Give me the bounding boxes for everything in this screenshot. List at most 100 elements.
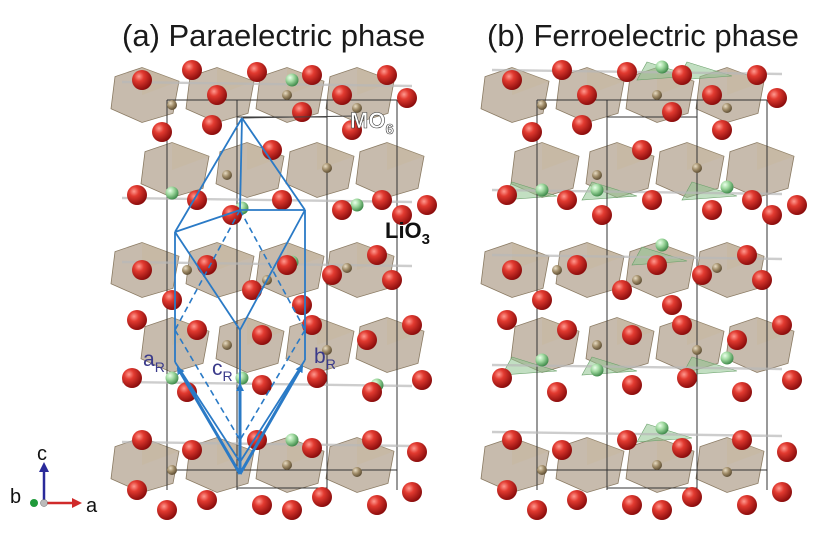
oxygen-atom <box>497 310 517 330</box>
lithium-atom <box>285 73 299 87</box>
oxygen-atom <box>492 368 512 388</box>
lithium-atom <box>590 363 604 377</box>
lithium-atom <box>655 60 669 74</box>
b-r-vector <box>238 364 304 475</box>
a-r-vector-label: aR <box>143 348 165 375</box>
oxygen-atom <box>407 442 427 462</box>
b-r-vector-label: bR <box>314 345 336 372</box>
oxygen-atom <box>157 500 177 520</box>
oxygen-atom <box>712 120 732 140</box>
oxygen-atom <box>767 88 787 108</box>
metal-atom <box>167 100 177 110</box>
oxygen-atom <box>332 85 352 105</box>
metal-atom <box>722 103 732 113</box>
octahedron-face <box>542 142 579 170</box>
cell-edges <box>166 99 398 490</box>
atoms-layer <box>122 60 437 520</box>
oxygen-atom <box>567 490 587 510</box>
mo6-label: MO6 <box>350 108 394 139</box>
lithium-atom <box>285 433 299 447</box>
octahedron-face <box>357 67 394 95</box>
metal-atom <box>222 170 232 180</box>
octahedron-face <box>217 67 254 95</box>
lio3-triangle <box>681 181 738 201</box>
oxygen-atom <box>357 330 377 350</box>
oxygen-atom <box>502 260 522 280</box>
oxygen-atom <box>527 500 547 520</box>
oxygen-atom <box>552 440 572 460</box>
oxygen-atom <box>322 265 342 285</box>
metal-atom <box>167 465 177 475</box>
oxygen-atom <box>632 140 652 160</box>
oxygen-atom <box>647 255 667 275</box>
octahedron-face <box>512 67 549 95</box>
octahedron-face <box>512 437 549 465</box>
oxygen-atom <box>382 270 402 290</box>
metal-atom <box>322 163 332 173</box>
oxygen-atom <box>642 190 662 210</box>
a-r-vector <box>176 366 242 475</box>
oxygen-atom <box>622 375 642 395</box>
oxygen-atom <box>672 65 692 85</box>
panel-a-title: (a) Paraelectric phase <box>122 18 426 53</box>
lithium-atom <box>235 371 249 385</box>
panel-b-structure <box>480 60 807 520</box>
mo6-octahedron <box>285 142 355 198</box>
mo6-octahedron <box>695 437 765 493</box>
octahedron-face <box>142 67 179 95</box>
oxygen-atom <box>182 440 202 460</box>
svg-text:cR: cR <box>212 357 233 384</box>
oxygen-atom <box>692 265 712 285</box>
oxygen-atom <box>397 88 417 108</box>
oxygen-atom <box>777 442 797 462</box>
lithium-atom <box>535 183 549 197</box>
oxygen-atom <box>222 205 242 225</box>
rhombohedral-hidden-edge <box>239 329 306 441</box>
metal-atom <box>552 265 562 275</box>
oxygen-atom <box>502 70 522 90</box>
mo6-leader-line <box>242 115 356 119</box>
octahedron-face <box>757 142 794 170</box>
oxygen-atom <box>127 310 147 330</box>
oxygen-atom <box>572 115 592 135</box>
oxygen-atom <box>252 375 272 395</box>
oxygen-atom <box>377 65 397 85</box>
svg-text:aR: aR <box>143 348 165 375</box>
svg-text:MO6: MO6 <box>350 108 394 138</box>
metal-atom <box>322 345 332 355</box>
octahedron-face <box>387 142 424 170</box>
li-o-bond <box>121 260 413 268</box>
oxygen-atom <box>367 245 387 265</box>
metal-atom <box>692 345 702 355</box>
oxygen-atom <box>132 430 152 450</box>
oxygen-atom <box>162 290 182 310</box>
oxygen-atom <box>787 195 807 215</box>
mo6-octahedron <box>480 67 550 123</box>
metal-atom <box>652 90 662 100</box>
metal-atom <box>282 90 292 100</box>
oxygen-atom <box>207 85 227 105</box>
metal-atom <box>632 275 642 285</box>
metal-atom <box>592 170 602 180</box>
metal-atom <box>712 263 722 273</box>
oxygen-atom <box>732 382 752 402</box>
oxygen-atom <box>782 370 802 390</box>
oxygen-atom <box>747 65 767 85</box>
lithium-atom <box>165 186 179 200</box>
oxygen-atom <box>412 370 432 390</box>
metal-atom <box>282 460 292 470</box>
oxygen-atom <box>332 200 352 220</box>
rhombohedral-edge <box>174 231 241 331</box>
li-o-bond <box>121 196 413 204</box>
oxygen-atom <box>617 430 637 450</box>
metal-atom <box>692 163 702 173</box>
rhombohedral-hidden-edge <box>239 209 306 331</box>
oxygen-atom <box>677 368 697 388</box>
metal-atom <box>537 465 547 475</box>
metal-atom <box>722 467 732 477</box>
rhombohedral-edge <box>239 117 243 211</box>
oxygen-atom <box>652 500 672 520</box>
axis-a-arrowhead <box>72 498 82 508</box>
axis-a-label: a <box>86 495 98 517</box>
oxygen-atom <box>187 320 207 340</box>
